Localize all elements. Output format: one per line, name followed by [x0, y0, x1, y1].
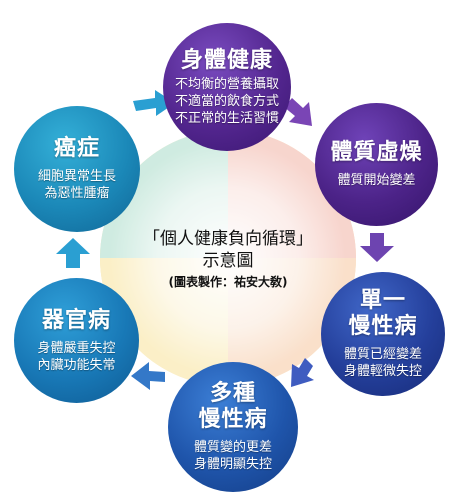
node-desc-line: 不適當的飲食方式	[174, 93, 279, 109]
node-single-chronic: 單一 慢性病 體質已經變差 身體輕微失控	[321, 272, 445, 396]
node-desc: 體質開始變差	[337, 172, 415, 189]
node-title: 身體健康	[180, 47, 273, 73]
center-credit: (圖表製作：祐安大敎)	[168, 275, 288, 289]
node-title-line: 多種	[209, 381, 256, 406]
node-desc-line: 身體明顯失控	[193, 457, 272, 472]
node-desc-line: 不均衡的營養攝取	[174, 76, 279, 92]
center-caption: 「個人健康負向循環」 示意圖 (圖表製作：祐安大敎)	[122, 228, 334, 290]
node-cancer: 癌症 細胞異常生長 為惡性腫瘤	[14, 106, 140, 232]
node-title: 多種 慢性病	[198, 381, 267, 433]
node-title: 器官病	[41, 307, 111, 333]
node-title-line: 慢性病	[348, 314, 418, 339]
arrow-health-to-weak	[284, 98, 312, 126]
node-desc-line: 體質變的更差	[193, 440, 272, 455]
node-title: 體質虛燥	[330, 140, 423, 165]
node-multiple-chronic: 多種 慢性病 體質變的更差 身體明顯失控	[168, 362, 298, 492]
arrow-single-to-multi	[291, 358, 314, 387]
node-desc-line: 內臟功能失常	[37, 357, 116, 373]
node-desc: 身體嚴重失控 內臟功能失常	[37, 340, 115, 374]
node-title: 癌症	[53, 136, 100, 161]
center-title: 「個人健康負向循環」	[143, 229, 313, 249]
node-desc-line: 為惡性腫瘤	[44, 186, 110, 201]
node-desc: 體質變的更差 身體明顯失控	[194, 439, 272, 473]
node-title: 單一 慢性病	[348, 288, 417, 340]
node-desc-line: 體質開始變差	[337, 173, 416, 188]
node-desc-line: 體質已經變差	[343, 347, 422, 362]
node-title-line: 慢性病	[198, 407, 268, 432]
node-body-health: 身體健康 不均衡的營養攝取 不適當的飲食方式 不正常的生活習慣	[163, 23, 291, 151]
background-swirl	[100, 130, 356, 386]
arrow-multi-to-organ	[131, 362, 165, 390]
center-subtitle: 示意圖	[202, 251, 254, 271]
node-desc-line: 細胞異常生長	[37, 169, 116, 184]
arrow-organ-to-cancer	[56, 238, 90, 268]
node-weak-constitution: 體質虛燥 體質開始變差	[315, 103, 438, 226]
arrow-weak-to-single	[360, 233, 394, 262]
node-desc-line: 身體輕微失控	[343, 364, 422, 379]
node-desc-line: 身體嚴重失控	[37, 340, 116, 356]
node-desc: 不均衡的營養攝取 不適當的飲食方式 不正常的生活習慣	[175, 76, 279, 127]
node-desc: 細胞異常生長 為惡性腫瘤	[38, 168, 116, 202]
node-desc: 體質已經變差 身體輕微失控	[344, 346, 422, 380]
node-desc-line: 不正常的生活習慣	[174, 110, 279, 126]
node-title-line: 單一	[359, 288, 406, 313]
node-organ-disease: 器官病 身體嚴重失控 內臟功能失常	[14, 278, 139, 403]
